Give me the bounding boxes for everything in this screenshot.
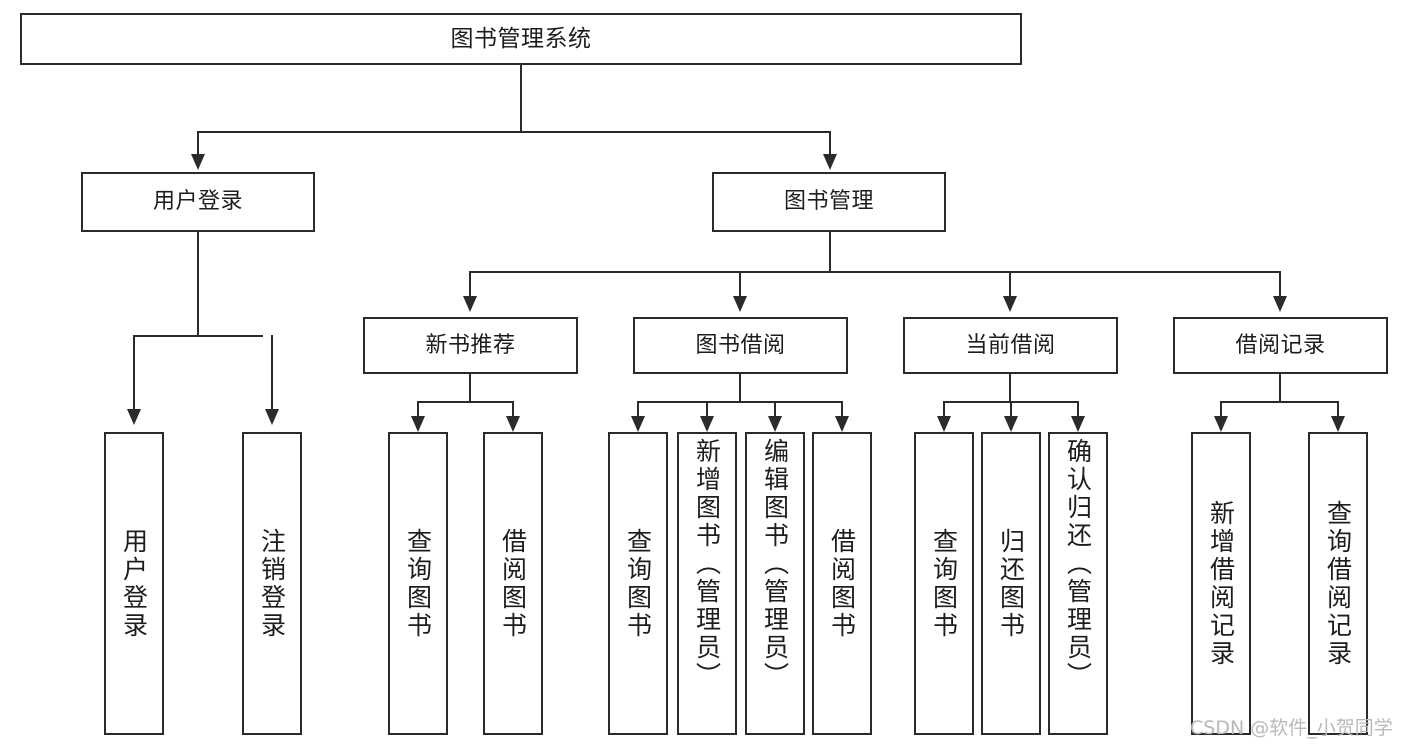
- connector-to-new-book-rec: [469, 271, 471, 298]
- node-label: 注销登录: [257, 527, 287, 640]
- connector-current-borrow-c3: [1077, 401, 1079, 418]
- leaf-query-book-2[interactable]: 查询图书: [608, 432, 668, 735]
- node-new-book-recommend[interactable]: 新书推荐: [363, 317, 578, 374]
- arrow-into-borrow-record: [1273, 296, 1287, 312]
- arrow-into-current-borrow: [1003, 296, 1017, 312]
- node-book-borrow[interactable]: 图书借阅: [633, 317, 848, 374]
- node-label: 用户登录: [119, 527, 149, 640]
- arrow-into-leaf-query-book-2: [631, 416, 645, 432]
- arrow-into-leaf-borrow-book-1: [506, 416, 520, 432]
- leaf-add-borrow-record[interactable]: 新增借阅记录: [1191, 432, 1251, 735]
- node-book-management[interactable]: 图书管理: [712, 172, 946, 232]
- leaf-borrow-book-2[interactable]: 借阅图书: [812, 432, 872, 735]
- arrow-into-leaf-add-record: [1214, 416, 1228, 432]
- connector-book-borrow-stem: [739, 374, 741, 402]
- connector-book-borrow-c4: [841, 401, 843, 418]
- node-label: 借阅图书: [498, 527, 528, 640]
- leaf-logout[interactable]: 注销登录: [242, 432, 302, 735]
- leaf-query-borrow-record[interactable]: 查询借阅记录: [1308, 432, 1368, 735]
- connector-book-borrow-bar: [637, 401, 842, 403]
- node-label: 新增图书（管理员）: [692, 438, 722, 690]
- node-root-system[interactable]: 图书管理系统: [20, 13, 1022, 65]
- connector-root-bar: [197, 131, 831, 133]
- leaf-edit-book[interactable]: 编辑图书（管理员）: [745, 432, 805, 735]
- arrow-into-leaf-logout: [265, 409, 279, 425]
- node-label: 图书管理系统: [450, 25, 592, 52]
- connector-borrow-record-stem: [1279, 374, 1281, 402]
- arrow-into-leaf-user-login: [127, 409, 141, 425]
- arrow-into-book-borrow: [733, 296, 747, 312]
- node-label: 查询图书: [403, 527, 433, 640]
- connector-borrow-record-right: [1337, 401, 1339, 418]
- node-label: 查询借阅记录: [1323, 499, 1353, 668]
- connector-user-login-stem: [197, 232, 199, 336]
- arrow-into-user-login: [191, 154, 205, 170]
- connector-user-login-right: [271, 335, 273, 410]
- node-borrow-record[interactable]: 借阅记录: [1173, 317, 1388, 374]
- connector-to-current-borrow: [1009, 271, 1011, 298]
- node-label: 借阅图书: [827, 527, 857, 640]
- leaf-query-book-3[interactable]: 查询图书: [914, 432, 974, 735]
- leaf-return-book[interactable]: 归还图书: [981, 432, 1041, 735]
- connector-book-manage-stem: [829, 232, 831, 272]
- connector-root-to-book-manage: [829, 131, 831, 156]
- node-label: 图书借阅: [695, 332, 786, 358]
- connector-new-book-rec-bar: [417, 401, 513, 403]
- connector-new-book-rec-left: [417, 401, 419, 418]
- leaf-add-book[interactable]: 新增图书（管理员）: [677, 432, 737, 735]
- node-label: 新书推荐: [425, 332, 516, 358]
- connector-new-book-rec-stem: [469, 374, 471, 402]
- connector-to-borrow-record: [1279, 271, 1281, 298]
- connector-to-book-borrow: [739, 271, 741, 298]
- connector-current-borrow-stem: [1009, 374, 1011, 402]
- arrow-into-leaf-add-book: [700, 416, 714, 432]
- arrow-into-book-manage: [823, 154, 837, 170]
- leaf-query-book-1[interactable]: 查询图书: [388, 432, 448, 735]
- leaf-confirm-return[interactable]: 确认归还（管理员）: [1048, 432, 1108, 735]
- node-label: 确认归还（管理员）: [1063, 438, 1093, 690]
- node-label: 当前借阅: [965, 332, 1056, 358]
- arrow-into-leaf-query-book-3: [937, 416, 951, 432]
- connector-user-login-bar: [133, 335, 263, 337]
- arrow-into-leaf-query-record: [1331, 416, 1345, 432]
- connector-borrow-record-bar: [1220, 401, 1338, 403]
- node-label: 新增借阅记录: [1206, 499, 1236, 668]
- connector-borrow-record-left: [1220, 401, 1222, 418]
- connector-user-login-left: [133, 335, 135, 410]
- connector-current-borrow-c2: [1010, 401, 1012, 418]
- node-label: 借阅记录: [1235, 332, 1326, 358]
- csdn-watermark: CSDN @软件_小贺同学: [1190, 717, 1393, 739]
- arrow-into-leaf-query-book-1: [411, 416, 425, 432]
- arrow-into-leaf-confirm-return: [1071, 416, 1085, 432]
- node-user-login[interactable]: 用户登录: [81, 172, 315, 232]
- node-current-borrow[interactable]: 当前借阅: [903, 317, 1118, 374]
- connector-book-borrow-c3: [774, 401, 776, 418]
- connector-book-borrow-c2: [706, 401, 708, 418]
- arrow-into-leaf-return-book: [1004, 416, 1018, 432]
- connector-book-borrow-c1: [637, 401, 639, 418]
- node-label: 编辑图书（管理员）: [760, 438, 790, 690]
- arrow-into-leaf-edit-book: [768, 416, 782, 432]
- connector-root-stem: [520, 65, 522, 132]
- leaf-user-login[interactable]: 用户登录: [104, 432, 164, 735]
- node-label: 查询图书: [929, 527, 959, 640]
- node-label: 归还图书: [996, 527, 1026, 640]
- node-label: 图书管理: [783, 189, 874, 215]
- connector-root-to-user-login: [197, 131, 199, 156]
- arrow-into-new-book-rec: [463, 296, 477, 312]
- node-label: 用户登录: [152, 189, 243, 215]
- connector-new-book-rec-right: [512, 401, 514, 418]
- arrow-into-leaf-borrow-book-2: [835, 416, 849, 432]
- node-label: 查询图书: [623, 527, 653, 640]
- leaf-borrow-book-1[interactable]: 借阅图书: [483, 432, 543, 735]
- connector-current-borrow-c1: [943, 401, 945, 418]
- connector-book-manage-bar: [469, 271, 1280, 273]
